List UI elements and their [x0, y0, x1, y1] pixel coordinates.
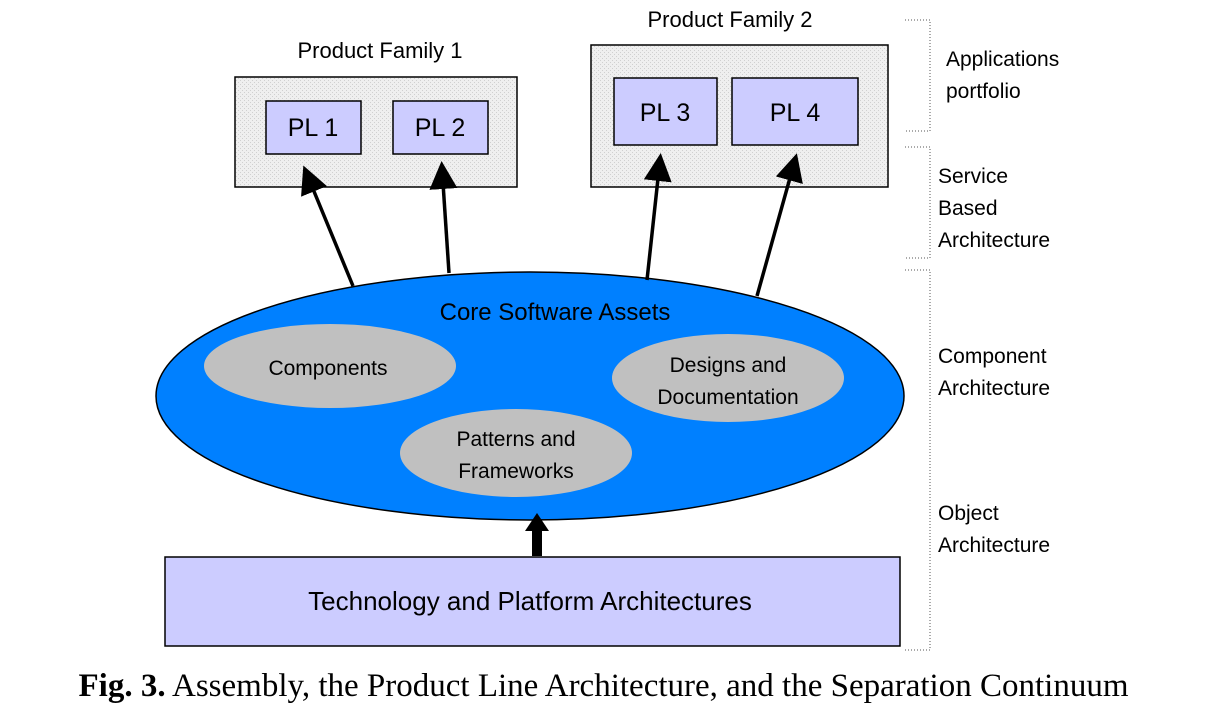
figure-number: Fig. 3.	[78, 668, 166, 704]
product-family-1-title: Product Family 1	[297, 38, 462, 63]
pl-4-box	[731, 77, 859, 146]
designs-documentation-label-line-2: Documentation	[657, 386, 798, 409]
technology-platform-label: Technology and Platform Architectures	[308, 586, 752, 616]
pl-2-box	[392, 100, 489, 155]
pl-3-label: PL 3	[640, 99, 691, 127]
level-service-line-2: Based	[938, 197, 998, 220]
patterns-frameworks-label-line-2: Frameworks	[458, 460, 574, 483]
components-label: Components	[268, 357, 387, 380]
designs-documentation-ellipse	[612, 334, 844, 422]
arrow-base-to-core-head	[525, 513, 549, 531]
level-service-line-3: Architecture	[938, 229, 1050, 252]
pl-2-label: PL 2	[415, 114, 466, 142]
figure-caption-text: Assembly, the Product Line Architecture,…	[165, 668, 1129, 704]
technology-platform-box	[164, 556, 901, 647]
arrow-core-to-pl-2	[429, 161, 458, 274]
arrow-core-to-pl-1	[301, 165, 355, 287]
level-brackets	[905, 19, 931, 651]
patterns-frameworks-label-line-1: Patterns and	[456, 428, 575, 451]
pl-1-label: PL 1	[288, 114, 339, 142]
designs-documentation-label-line-1: Designs and	[670, 354, 787, 377]
level-component-line-2: Architecture	[938, 377, 1050, 400]
level-component-line-1: Component	[938, 345, 1047, 368]
pl-1-box	[265, 100, 362, 155]
components-ellipse	[204, 324, 456, 408]
arrow-core-to-pl-4	[755, 153, 803, 297]
figure-caption: Fig. 3. Assembly, the Product Line Archi…	[0, 656, 1207, 716]
pl-4-label: PL 4	[770, 99, 821, 127]
level-applications-line-1: Applications	[946, 48, 1059, 71]
product-family-2-title: Product Family 2	[647, 7, 812, 32]
level-applications-line-2: portfolio	[946, 80, 1021, 103]
level-object-line-2: Architecture	[938, 534, 1050, 557]
pl-3-box	[613, 77, 718, 146]
level-service-line-1: Service	[938, 165, 1008, 188]
core-software-assets-title: Core Software Assets	[440, 299, 671, 326]
arrow-core-to-pl-3	[643, 153, 672, 281]
patterns-frameworks-ellipse	[400, 409, 632, 497]
level-object-line-1: Object	[938, 502, 999, 525]
